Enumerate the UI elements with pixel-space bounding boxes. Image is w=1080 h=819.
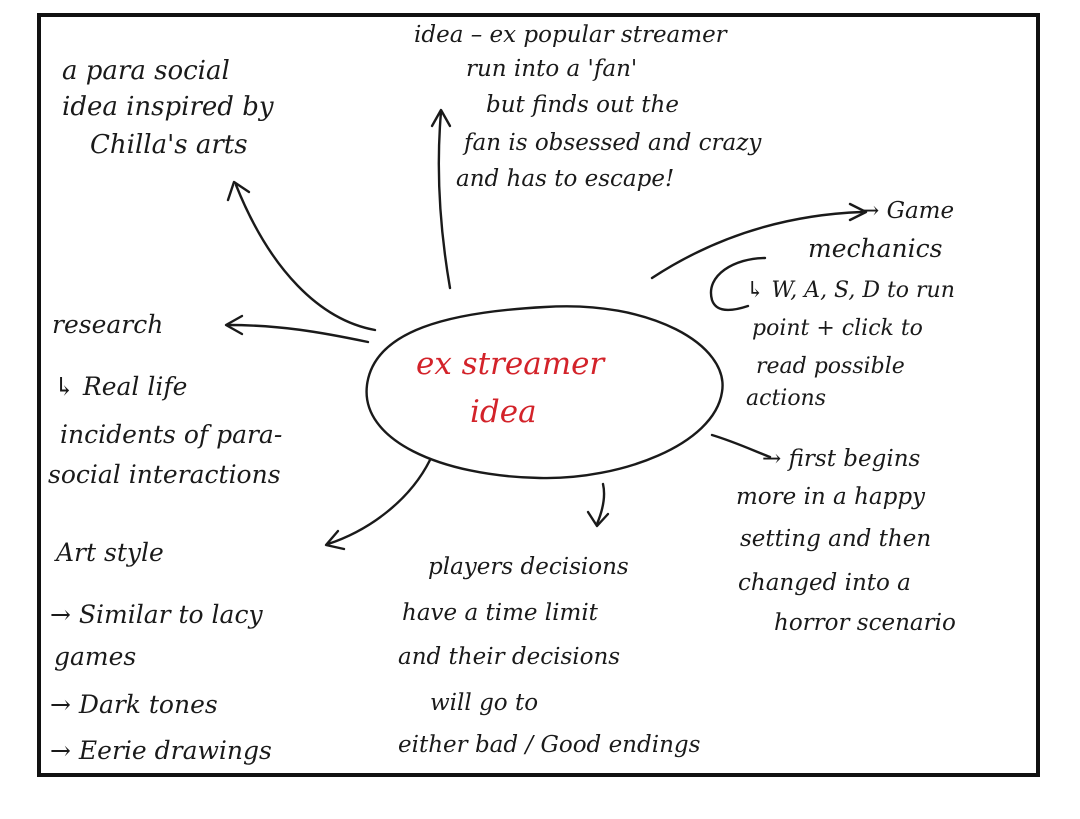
first-line-4: changed into a bbox=[738, 570, 911, 596]
mechanics-body-line-2: point + click to bbox=[752, 316, 923, 341]
arrow-to-players bbox=[595, 482, 606, 526]
mechanics-body-line-3: read possible bbox=[756, 354, 905, 379]
idea-line-1: idea – ex popular streamer bbox=[414, 22, 727, 48]
arrow-to-mechanics-head bbox=[848, 202, 868, 222]
mechanics-body-line-1: ↳ W, A, S, D to run bbox=[746, 278, 955, 303]
mechanics-title-line-2: mechanics bbox=[808, 234, 943, 263]
center-line-1: ex streamer bbox=[416, 346, 605, 382]
parasocial-line-3: Chilla's arts bbox=[90, 130, 248, 160]
parasocial-line-1: a para social bbox=[62, 56, 230, 86]
mechanics-title-line-1: → Game bbox=[860, 198, 955, 224]
arrow-to-mechanics bbox=[650, 210, 864, 280]
parasocial-line-2: idea inspired by bbox=[62, 92, 274, 122]
artstyle-line-2: → Similar to lacy bbox=[50, 600, 263, 629]
players-line-2: have a time limit bbox=[402, 600, 598, 626]
research-line-2: ↳ Real life bbox=[54, 372, 188, 401]
idea-line-2: run into a 'fan' bbox=[466, 56, 638, 82]
research-line-4: social interactions bbox=[48, 460, 281, 489]
artstyle-line-3: games bbox=[54, 642, 137, 671]
arrow-to-parasocial-head bbox=[226, 180, 251, 202]
arrow-to-research bbox=[226, 323, 370, 344]
idea-line-5: and has to escape! bbox=[456, 166, 675, 192]
artstyle-line-4: → Dark tones bbox=[50, 690, 218, 719]
mechanics-title-note: → Game mechanics bbox=[808, 196, 1026, 276]
arrow-to-artstyle bbox=[326, 458, 432, 546]
players-line-3: and their decisions bbox=[398, 644, 621, 670]
arrow-to-idea-head bbox=[430, 108, 452, 128]
arrow-to-artstyle-head bbox=[324, 529, 346, 551]
mechanics-body-line-4: actions bbox=[746, 386, 827, 411]
arrow-to-research-head bbox=[224, 314, 244, 336]
artstyle-line-5: → Eerie drawings bbox=[50, 736, 272, 765]
sketch-frame bbox=[37, 13, 1040, 777]
players-line-1: players decisions bbox=[428, 554, 629, 580]
first-line-3: setting and then bbox=[740, 526, 932, 552]
idea-note: idea – ex popular streamer run into a 'f… bbox=[414, 24, 884, 204]
arrow-to-idea bbox=[437, 110, 452, 290]
players-note: players decisions have a time limit and … bbox=[398, 556, 818, 766]
first-line-5: horror scenario bbox=[774, 610, 956, 636]
parasocial-note: a para social idea inspired by Chilla's … bbox=[62, 58, 382, 178]
first-line-2: more in a happy bbox=[736, 484, 926, 510]
arrow-to-parasocial bbox=[234, 183, 377, 332]
research-line-3: incidents of para- bbox=[60, 420, 283, 449]
first-begins-note: → first begins more in a happy setting a… bbox=[736, 446, 1034, 648]
artstyle-note: Art style → Similar to lacy games → Dark… bbox=[50, 538, 374, 775]
mechanics-body-note: ↳ W, A, S, D to run point + click to rea… bbox=[746, 280, 1036, 420]
players-line-4: will go to bbox=[430, 690, 539, 716]
idea-line-4: fan is obsessed and crazy bbox=[464, 130, 762, 156]
arrow-to-first bbox=[710, 433, 772, 459]
research-line-1: research bbox=[52, 310, 164, 339]
arrow-to-players-head bbox=[586, 510, 610, 528]
center-ellipse bbox=[365, 305, 724, 480]
players-line-5: either bad / Good endings bbox=[398, 732, 701, 758]
idea-line-3: but finds out the bbox=[486, 92, 679, 118]
center-line-2: idea bbox=[470, 394, 537, 430]
artstyle-line-1: Art style bbox=[56, 538, 164, 567]
hook-to-wasd bbox=[709, 256, 767, 312]
research-note: research ↳ Real life incidents of para- … bbox=[48, 310, 382, 502]
center-label: ex streamer idea bbox=[410, 345, 710, 435]
first-line-1: → first begins bbox=[762, 446, 921, 472]
